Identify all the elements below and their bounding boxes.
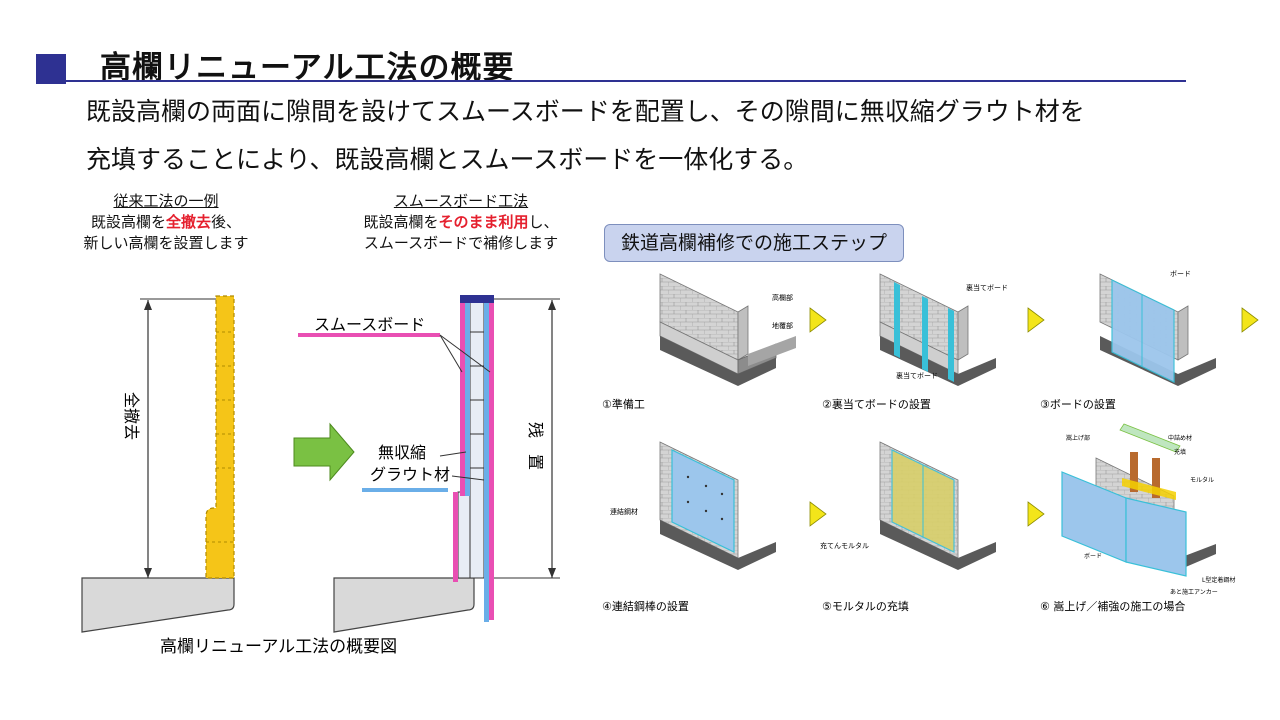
step-1-caption: ①準備工: [602, 397, 645, 411]
smooth-board-cap: [460, 295, 494, 303]
title-rule: [36, 80, 1186, 82]
conventional-line-1-emphasis: 全撤去: [165, 213, 211, 231]
conventional-line-2: 新しい高欄を設置します: [83, 234, 249, 252]
step-5-illustration: [879, 441, 996, 570]
retained-rail-joints: [470, 331, 484, 469]
conventional-rail-joints: [206, 331, 234, 543]
step-5-caption: ⑤モルタルの充填: [822, 599, 909, 613]
step-4-label-1: 連結鋼材: [610, 507, 638, 516]
smooth-board-leader-right: [439, 334, 491, 373]
conventional-vertical-label: 全撤去: [122, 392, 141, 440]
grout-leader-left: [439, 451, 467, 457]
conventional-dimension-arrow-up: [144, 300, 152, 310]
step-2-next-arrow-icon: [1027, 307, 1045, 333]
grout-leader-right: [451, 475, 485, 481]
conventional-title: 従来工法の一例: [113, 192, 219, 210]
smooth-board-line-1-emphasis: そのまま利用: [438, 213, 529, 231]
conventional-line-1-pre: 既設高欄を: [90, 213, 166, 231]
conventional-line-1: 既設高欄を全撤去後、: [60, 212, 272, 233]
step-6-caption: ⑥ 嵩上げ／補強の施工の場合: [1040, 599, 1185, 613]
step-3-label-1: ボード: [1170, 270, 1191, 278]
retained-existing-rail: [469, 301, 485, 579]
step-6-label-2: 中詰め材: [1168, 434, 1192, 442]
smooth-vertical-label: 残 置: [526, 422, 545, 470]
comparison-diagram: 全撤去 残 置 スムースボード 無収縮 グラウト材 高欄リニューアル工法の概要図: [81, 295, 560, 657]
step-2-label-1: 裏当てボード: [966, 283, 1008, 292]
smooth-dimension-arrow-up: [548, 300, 556, 310]
retained-curb: [457, 491, 471, 579]
step-5-label-1: 充てんモルタル: [820, 541, 869, 550]
construction-steps-badge: 鉄道高欄補修での施工ステップ: [604, 224, 905, 262]
smooth-board-curb: [453, 492, 458, 582]
step-2-caption: ②裏当てボードの設置: [822, 397, 931, 411]
step-5-next-arrow-icon: [1027, 501, 1045, 527]
lead-text-line-1: 既設高欄の両面に隙間を設けてスムースボードを配置し、その隙間に無収縮グラウト材を: [86, 97, 1085, 126]
smooth-board-line-1-pre: 既設高欄を: [363, 213, 439, 231]
smooth-ground-slab: [333, 577, 475, 633]
smooth-board-line-1: 既設高欄をそのまま利用し、: [336, 212, 586, 233]
step-4-caption: ④連結鋼棒の設置: [602, 599, 689, 613]
smooth-board-label: スムースボード: [314, 315, 425, 334]
grout-label-line-2: グラウト材: [370, 465, 450, 484]
step-1-label-2: 地覆部: [772, 321, 793, 330]
smooth-board-leader-left: [439, 334, 463, 373]
step-2-illustration: [879, 273, 996, 386]
figure-caption: 高欄リニューアル工法の概要図: [160, 637, 397, 657]
conventional-old-rail: [205, 295, 235, 579]
smooth-board-title: スムースボード工法: [393, 192, 529, 210]
smooth-board-left: [460, 298, 465, 496]
transition-arrow-icon: [293, 422, 355, 482]
step-6-label-4: モルタル: [1190, 476, 1214, 484]
smooth-board-line-1-post: し、: [528, 213, 559, 231]
step-3-illustration: [1099, 273, 1216, 386]
step-4-next-arrow-icon: [809, 501, 827, 527]
grout-label-line-1: 無収縮: [378, 443, 426, 462]
smooth-board-caption: スムースボード工法 既設高欄をそのまま利用し、 スムースボードで補修します: [336, 191, 586, 254]
step-6-label-6: L型定着鋼材: [1202, 576, 1235, 584]
construction-steps-figure: 高欄部 地覆部 ①準備工 裏当てボード 裏当てボード ②裏当てボードの設置 ボー…: [602, 270, 1259, 613]
grout-layer-left: [465, 300, 470, 496]
conventional-dimension-arrow-down: [144, 568, 152, 578]
title-marker: [36, 54, 66, 84]
conventional-caption: 従来工法の一例 既設高欄を全撤去後、 新しい高欄を設置します: [60, 191, 272, 254]
step-1-next-arrow-icon: [809, 307, 827, 333]
lead-text-line-2: 充填することにより、既設高欄とスムースボードを一体化する。: [86, 145, 809, 174]
smooth-board-line-2: スムースボードで補修します: [363, 234, 559, 252]
step-6-label-7: あと施工アンカー: [1170, 588, 1218, 596]
step-4-illustration: [659, 441, 776, 570]
step-6-label-3: 充填: [1174, 448, 1186, 456]
step-6-label-1: 嵩上げ部: [1066, 434, 1090, 442]
smooth-board-right: [489, 298, 494, 620]
conventional-line-1-post: 後、: [211, 213, 242, 231]
step-6-label-5: ボード: [1084, 552, 1102, 560]
step-3-next-arrow-icon: [1241, 307, 1259, 333]
smooth-dimension-arrow-down: [548, 568, 556, 578]
step-1-illustration: [659, 273, 796, 386]
step-3-caption: ③ボードの設置: [1040, 397, 1116, 411]
step-6-illustration: [1061, 423, 1216, 577]
conventional-ground-slab: [81, 577, 235, 633]
step-1-label-1: 高欄部: [772, 293, 793, 302]
grout-layer-right: [484, 300, 489, 622]
step-2-label-2: 裏当てボード: [896, 371, 938, 380]
